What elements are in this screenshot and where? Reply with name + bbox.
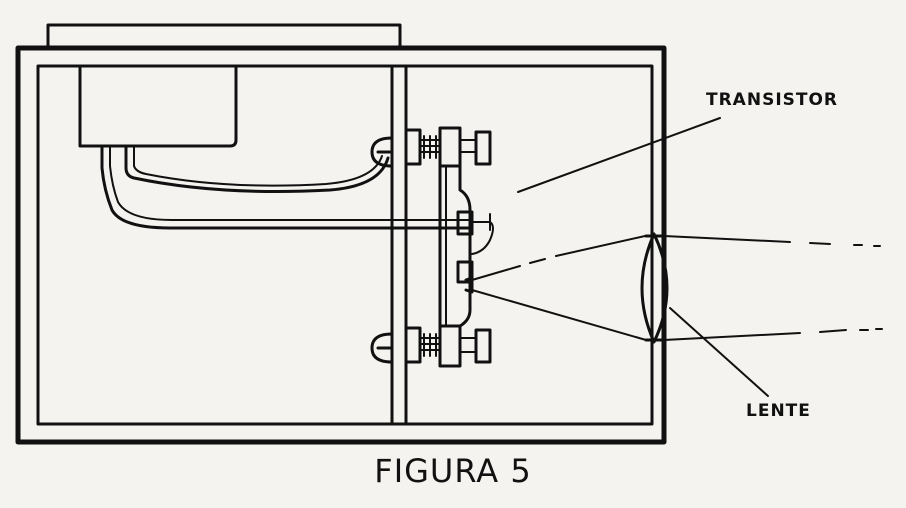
nut-bottom-right	[474, 328, 492, 364]
bracket-top-nut	[438, 126, 462, 168]
label-transistor: TRANSISTOR	[706, 90, 839, 110]
leader-lente	[669, 307, 769, 397]
leader-transistor	[517, 117, 721, 193]
box-lid	[46, 23, 402, 50]
figure-caption: FIGURA 5	[374, 452, 532, 490]
transistor-lower-tab	[456, 260, 474, 284]
inner-frame	[36, 64, 654, 426]
wire-upper-inner	[133, 145, 383, 187]
wire-upper	[124, 144, 390, 193]
nut-top-right	[474, 130, 492, 166]
beam-out-lower	[663, 328, 883, 341]
battery-block	[78, 64, 238, 148]
transistor-emitter	[464, 276, 474, 294]
wire-lower-inner	[109, 145, 471, 221]
bracket-bottom-nut	[438, 324, 462, 368]
label-lente: LENTE	[746, 401, 811, 421]
outer-box	[15, 45, 667, 445]
thread-bottom-left	[419, 333, 441, 357]
transistor-lead	[471, 221, 494, 255]
beam-upper-dash	[529, 235, 646, 264]
screw-head-bottom	[370, 332, 394, 364]
wire-lower	[100, 144, 472, 230]
beam-out-upper	[663, 235, 881, 247]
beam-lower	[471, 289, 647, 341]
nut-bottom-left	[404, 326, 422, 364]
screw-head-top	[370, 136, 394, 168]
lens	[640, 232, 669, 344]
thread-top-left	[419, 135, 441, 159]
mounting-bracket	[438, 164, 472, 328]
beam-upper	[471, 265, 521, 281]
nut-top-left	[404, 128, 422, 166]
